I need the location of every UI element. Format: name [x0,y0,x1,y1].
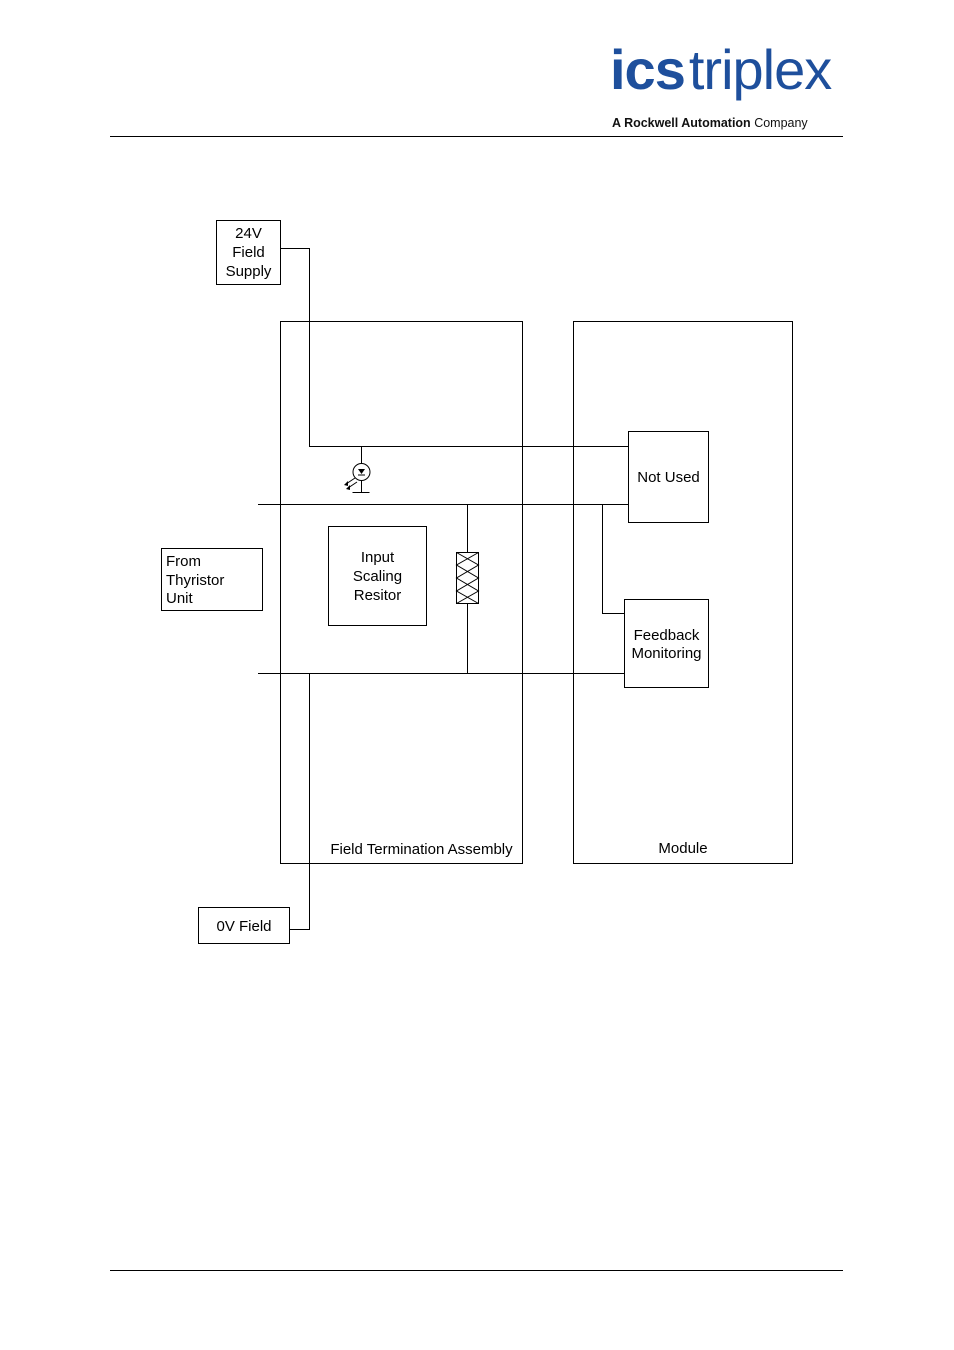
input-scaling-label-2: Scaling [353,568,402,585]
led-arrowhead [358,469,365,474]
resistor-zigzag-a [457,553,479,604]
fta-label: Field Termination Assembly [330,841,513,858]
input-scaling-label-3: Resitor [354,587,402,604]
feedback-label-2: Monitoring [631,645,701,662]
feedback-branch-wire [603,505,625,614]
supply-label-2: Field [232,244,265,261]
thyristor-label-2: Thyristor [166,572,224,589]
resistor-zigzag-b [457,553,479,604]
led-ray-head-1 [344,481,348,486]
zero-v-label: 0V Field [216,918,271,935]
feedback-label-1: Feedback [634,627,700,644]
fta-box [281,322,523,864]
module-box [574,322,793,864]
supply-wire [281,249,629,447]
resistor-body [457,553,479,604]
supply-label-3: Supply [226,263,272,280]
input-scaling-label-1: Input [361,549,395,566]
supply-label-1: 24V [235,225,262,242]
module-label: Module [658,840,707,857]
not-used-label: Not Used [637,469,700,486]
zero-v-wire [290,674,310,930]
footer-rule [110,1270,843,1271]
thyristor-label-1: From [166,553,201,570]
thyristor-label-3: Unit [166,590,194,607]
